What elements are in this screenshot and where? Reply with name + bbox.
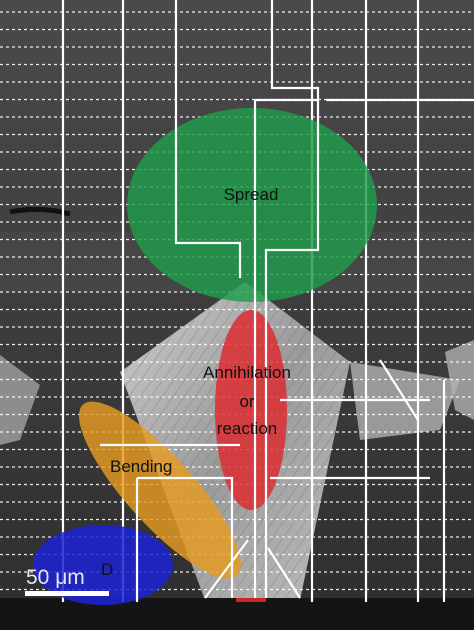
dark-streak [9,206,71,217]
horizontal-grid [0,11,474,591]
base-red-mark [236,598,266,602]
spread-region [127,108,377,302]
substrate-base [0,598,474,630]
annihilation-label-line3: reaction [217,419,277,438]
crystal-side-left [0,355,40,445]
spread-label: Spread [224,185,279,204]
annihilation-region [215,310,287,510]
scale-bar [25,591,109,596]
crystal-edge-right [445,340,474,420]
overlay-letter-label: D [101,560,113,579]
bending-label: Bending [110,457,172,476]
annihilation-label-line1: Annihilation [203,363,291,382]
annihilation-label-line2: or [239,392,254,411]
scale-bar-text: 50 μm [26,566,85,589]
trajectory-lines [100,0,474,602]
